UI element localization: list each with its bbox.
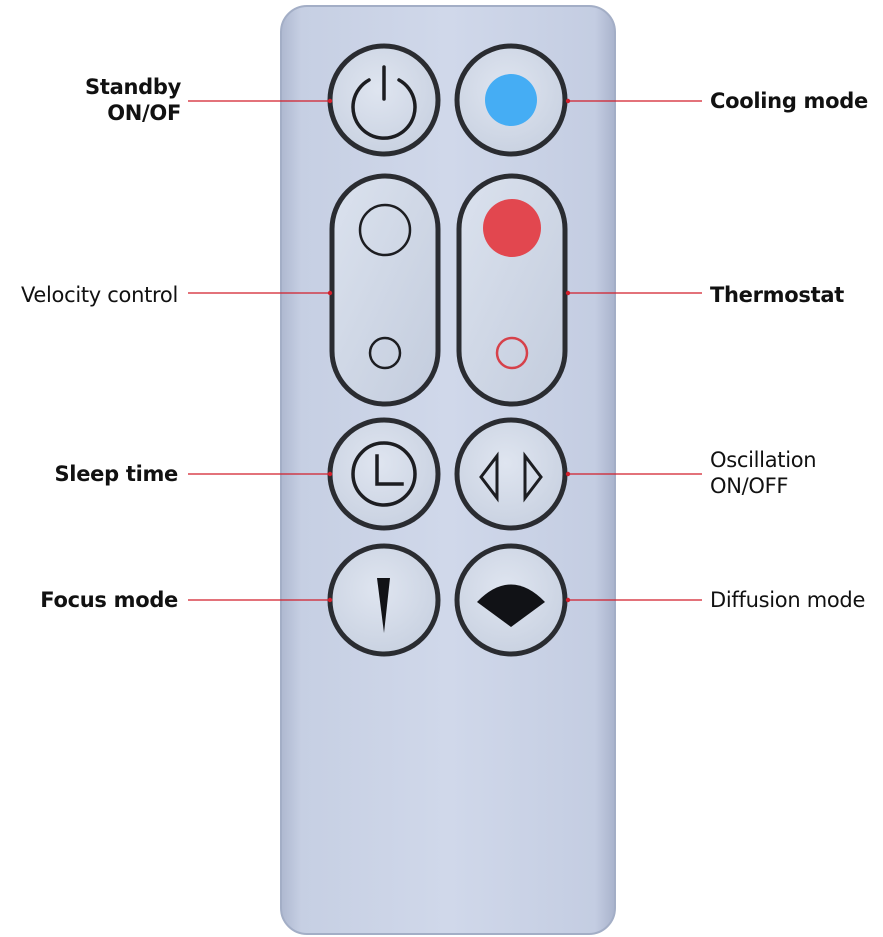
diffusion-fan-icon: [477, 584, 545, 627]
focus-mode-label-text: Focus mode: [40, 588, 178, 612]
oscillation-label: Oscillation ON/OFF: [710, 447, 817, 499]
cooling-mode-button[interactable]: [454, 43, 568, 157]
focus-mode-button[interactable]: [327, 543, 441, 657]
oscillation-button[interactable]: [454, 417, 568, 531]
clock-icon: [351, 441, 417, 507]
focus-wedge-icon: [377, 578, 390, 633]
sleep-time-label-text: Sleep time: [54, 462, 178, 486]
sleep-time-label: Sleep time: [0, 461, 178, 487]
velocity-control-label-text: Velocity control: [20, 283, 178, 307]
blue-dot-icon: [485, 74, 537, 126]
standby-label: Standby ON/OF: [1, 74, 181, 126]
thermostat-label: Thermostat: [710, 282, 844, 308]
leader-lines: [188, 98, 702, 603]
thermostat-label-text: Thermostat: [710, 283, 844, 307]
velocity-control-label: Velocity control: [0, 282, 178, 308]
red-ring-icon: [495, 336, 529, 370]
oscillation-label-line2: ON/OFF: [710, 474, 789, 498]
large-circle-icon: [358, 203, 412, 257]
diffusion-mode-button[interactable]: [454, 543, 568, 657]
sleep-time-button[interactable]: [327, 417, 441, 531]
red-dot-icon: [483, 199, 541, 257]
oscillation-label-line1: Oscillation: [710, 448, 817, 472]
power-icon: [351, 65, 417, 140]
small-circle-icon: [368, 336, 402, 370]
focus-mode-label: Focus mode: [0, 587, 178, 613]
cooling-mode-label-text: Cooling mode: [710, 89, 868, 113]
diffusion-mode-label: Diffusion mode: [710, 587, 865, 613]
oscillation-arrows-icon: [479, 451, 543, 503]
standby-label-line2: ON/OF: [107, 101, 181, 125]
diffusion-mode-label-text: Diffusion mode: [710, 588, 866, 612]
thermostat-button[interactable]: [456, 173, 568, 407]
cooling-mode-label: Cooling mode: [710, 88, 868, 114]
velocity-control-button[interactable]: [329, 173, 441, 407]
standby-button[interactable]: [327, 43, 441, 157]
standby-label-line1: Standby: [85, 75, 181, 99]
